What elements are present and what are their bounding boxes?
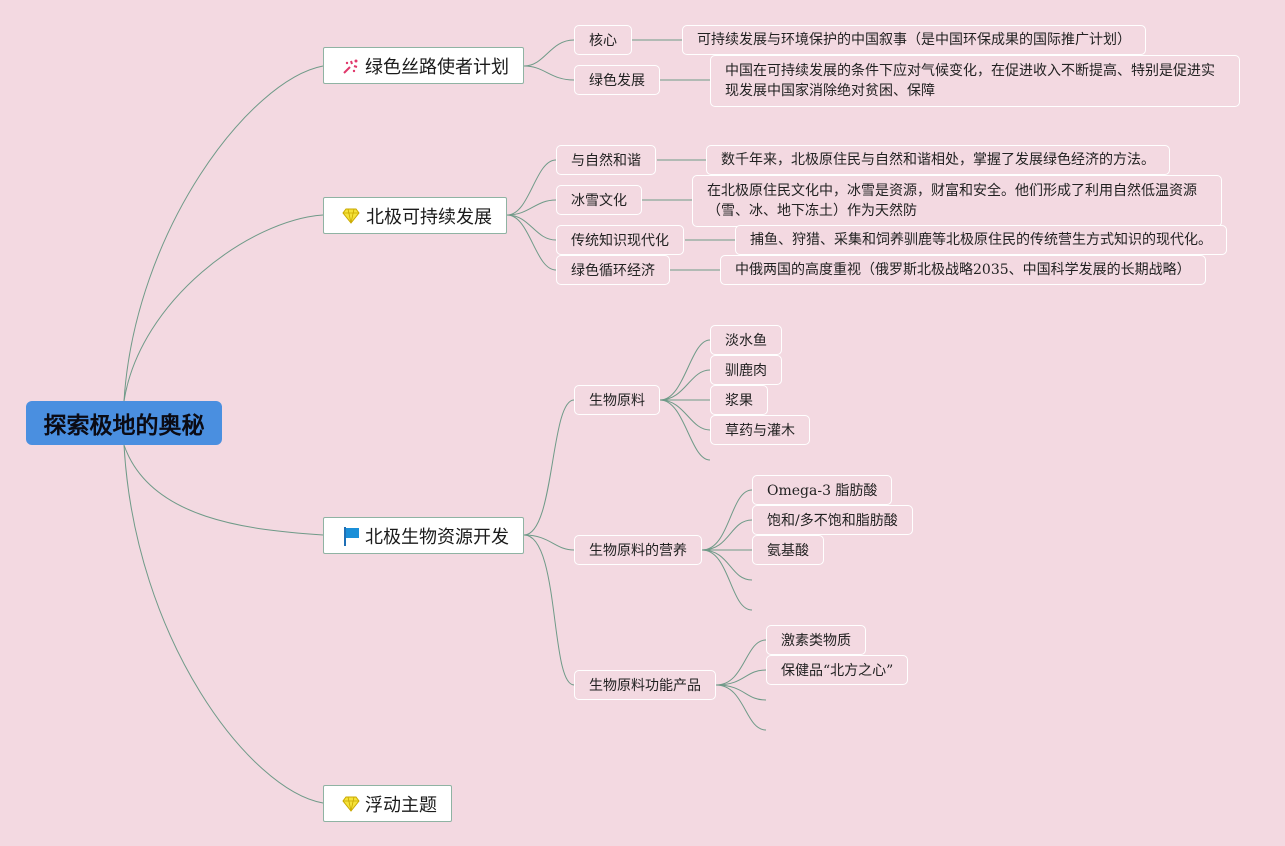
detail-circular-economy[interactable]: 中俄两国的高度重视（俄罗斯北极战略2035、中国科学发展的长期战略） (720, 255, 1206, 285)
detail-text: 中国在可持续发展的条件下应对气候变化，在促进收入不断提高、特别是促进实现发展中国… (725, 63, 1215, 99)
item-health-product[interactable]: 保健品“北方之心” (766, 655, 909, 685)
subtopic-label: 生物原料的营养 (589, 543, 687, 559)
subtopic-label: 冰雪文化 (571, 193, 627, 209)
detail-core[interactable]: 可持续发展与环境保护的中国叙事（是中国环保成果的国际推广计划） (682, 25, 1146, 55)
item-amino-acids[interactable]: 氨基酸 (752, 535, 824, 565)
item-hormones[interactable]: 激素类物质 (766, 625, 866, 655)
confetti-icon (340, 55, 361, 77)
item-text: 淡水鱼 (725, 333, 767, 349)
subtopic-label: 绿色循环经济 (571, 263, 655, 279)
detail-green-development[interactable]: 中国在可持续发展的条件下应对气候变化，在促进收入不断提高、特别是促进实现发展中国… (710, 55, 1240, 107)
item-berries[interactable]: 浆果 (710, 385, 768, 415)
topic-floating[interactable]: 浮动主题 (323, 785, 452, 822)
detail-text: 在北极原住民文化中，冰雪是资源，财富和安全。他们形成了利用自然低温资源（雪、冰、… (707, 183, 1197, 219)
subtopic-ice-culture[interactable]: 冰雪文化 (556, 185, 642, 215)
subtopic-circular-economy[interactable]: 绿色循环经济 (556, 255, 670, 285)
item-herbs-shrubs[interactable]: 草药与灌木 (710, 415, 810, 445)
detail-text: 数千年来，北极原住民与自然和谐相处，掌握了发展绿色经济的方法。 (721, 152, 1155, 168)
subtopic-traditional-knowledge[interactable]: 传统知识现代化 (556, 225, 684, 255)
topic-label: 绿色丝路使者计划 (365, 56, 509, 78)
subtopic-harmony[interactable]: 与自然和谐 (556, 145, 656, 175)
item-freshwater-fish[interactable]: 淡水鱼 (710, 325, 782, 355)
topic-bio-resources[interactable]: 北极生物资源开发 (323, 517, 524, 554)
item-fatty-acids[interactable]: 饱和/多不饱和脂肪酸 (752, 505, 913, 535)
subtopic-label: 与自然和谐 (571, 153, 641, 169)
item-text: 激素类物质 (781, 633, 851, 649)
item-text: 保健品“北方之心” (781, 663, 894, 679)
topic-label: 北极可持续发展 (366, 206, 492, 228)
topic-label: 浮动主题 (365, 794, 437, 816)
gem-icon (340, 205, 362, 227)
item-text: 驯鹿肉 (725, 363, 767, 379)
gem-icon (340, 793, 361, 815)
item-text: 氨基酸 (767, 543, 809, 559)
subtopic-label: 绿色发展 (589, 73, 645, 89)
detail-traditional-knowledge[interactable]: 捕鱼、狩猎、采集和饲养驯鹿等北极原住民的传统营生方式知识的现代化。 (735, 225, 1227, 255)
subtopic-label: 生物原料 (589, 393, 645, 409)
item-text: 饱和/多不饱和脂肪酸 (767, 513, 898, 529)
subtopic-bio-nutrition[interactable]: 生物原料的营养 (574, 535, 702, 565)
item-text: Omega-3 脂肪酸 (767, 483, 878, 499)
subtopic-label: 生物原料功能产品 (589, 678, 701, 694)
subtopic-bio-material[interactable]: 生物原料 (574, 385, 660, 415)
item-text: 草药与灌木 (725, 423, 795, 439)
flag-icon (340, 525, 361, 547)
subtopic-bio-products[interactable]: 生物原料功能产品 (574, 670, 716, 700)
item-reindeer-meat[interactable]: 驯鹿肉 (710, 355, 782, 385)
item-omega3[interactable]: Omega-3 脂肪酸 (752, 475, 893, 505)
item-text: 浆果 (725, 393, 753, 409)
subtopic-label: 核心 (589, 33, 617, 49)
detail-text: 中俄两国的高度重视（俄罗斯北极战略2035、中国科学发展的长期战略） (735, 262, 1191, 278)
topic-green-silk-road[interactable]: 绿色丝路使者计划 (323, 47, 524, 84)
subtopic-label: 传统知识现代化 (571, 233, 669, 249)
detail-text: 捕鱼、狩猎、采集和饲养驯鹿等北极原住民的传统营生方式知识的现代化。 (750, 232, 1212, 248)
detail-ice-culture[interactable]: 在北极原住民文化中，冰雪是资源，财富和安全。他们形成了利用自然低温资源（雪、冰、… (692, 175, 1222, 227)
root-topic[interactable]: 探索极地的奥秘 (26, 401, 222, 445)
root-label: 探索极地的奥秘 (43, 413, 205, 439)
detail-text: 可持续发展与环境保护的中国叙事（是中国环保成果的国际推广计划） (697, 32, 1131, 48)
topic-arctic-sustainable[interactable]: 北极可持续发展 (323, 197, 507, 234)
detail-harmony[interactable]: 数千年来，北极原住民与自然和谐相处，掌握了发展绿色经济的方法。 (706, 145, 1170, 175)
subtopic-core[interactable]: 核心 (574, 25, 632, 55)
topic-label: 北极生物资源开发 (365, 526, 509, 548)
subtopic-green-development[interactable]: 绿色发展 (574, 65, 660, 95)
